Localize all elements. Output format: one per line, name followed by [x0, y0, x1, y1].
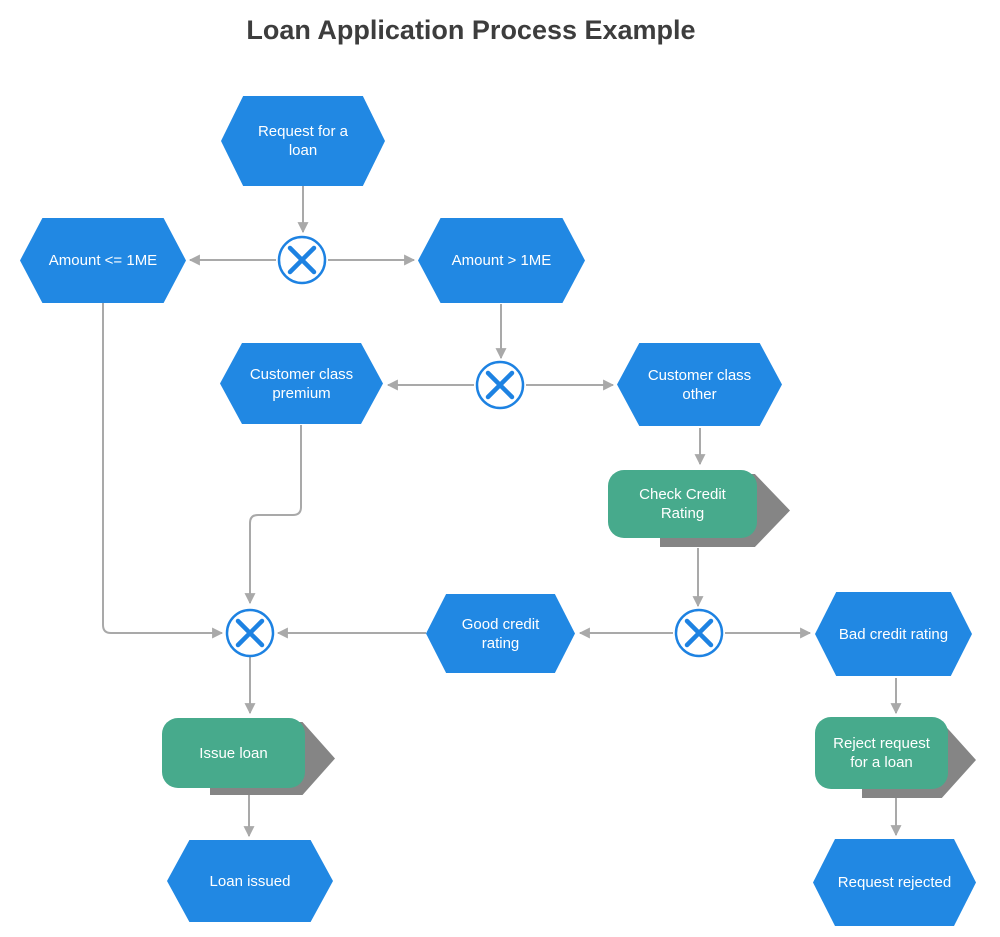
edge-amount-lte-to-xor3: [102, 303, 224, 639]
node-loan-issued[interactable]: Loan issued: [167, 840, 333, 922]
node-customer-class-other[interactable]: Customer class other: [617, 343, 782, 426]
xor-gateway-4[interactable]: [674, 608, 724, 658]
process-label: Check Credit Rating: [608, 470, 757, 538]
node-amount-lte-1me[interactable]: Amount <= 1ME: [20, 218, 186, 303]
node-request-rejected[interactable]: Request rejected: [813, 839, 976, 926]
node-reject-request-for-a-loan[interactable]: Reject request for a loan: [815, 717, 976, 798]
process-label: Reject request for a loan: [815, 717, 948, 789]
process-label: Issue loan: [162, 718, 305, 788]
node-good-credit-rating[interactable]: Good credit rating: [426, 594, 575, 673]
xor-gateway-2[interactable]: [475, 360, 525, 410]
node-check-credit-rating[interactable]: Check Credit Rating: [608, 470, 790, 555]
xor-gateway-1[interactable]: [277, 235, 327, 285]
node-request-loan[interactable]: Request for a loan: [221, 96, 385, 186]
node-amount-gt-1me[interactable]: Amount > 1ME: [418, 218, 585, 303]
node-bad-credit-rating[interactable]: Bad credit rating: [815, 592, 972, 676]
node-customer-class-premium[interactable]: Customer class premium: [220, 343, 383, 424]
node-issue-loan[interactable]: Issue loan: [162, 718, 335, 795]
xor-gateway-3[interactable]: [225, 608, 275, 658]
edge-premium-to-xor3: [244, 425, 302, 605]
diagram-title: Loan Application Process Example: [246, 15, 696, 45]
